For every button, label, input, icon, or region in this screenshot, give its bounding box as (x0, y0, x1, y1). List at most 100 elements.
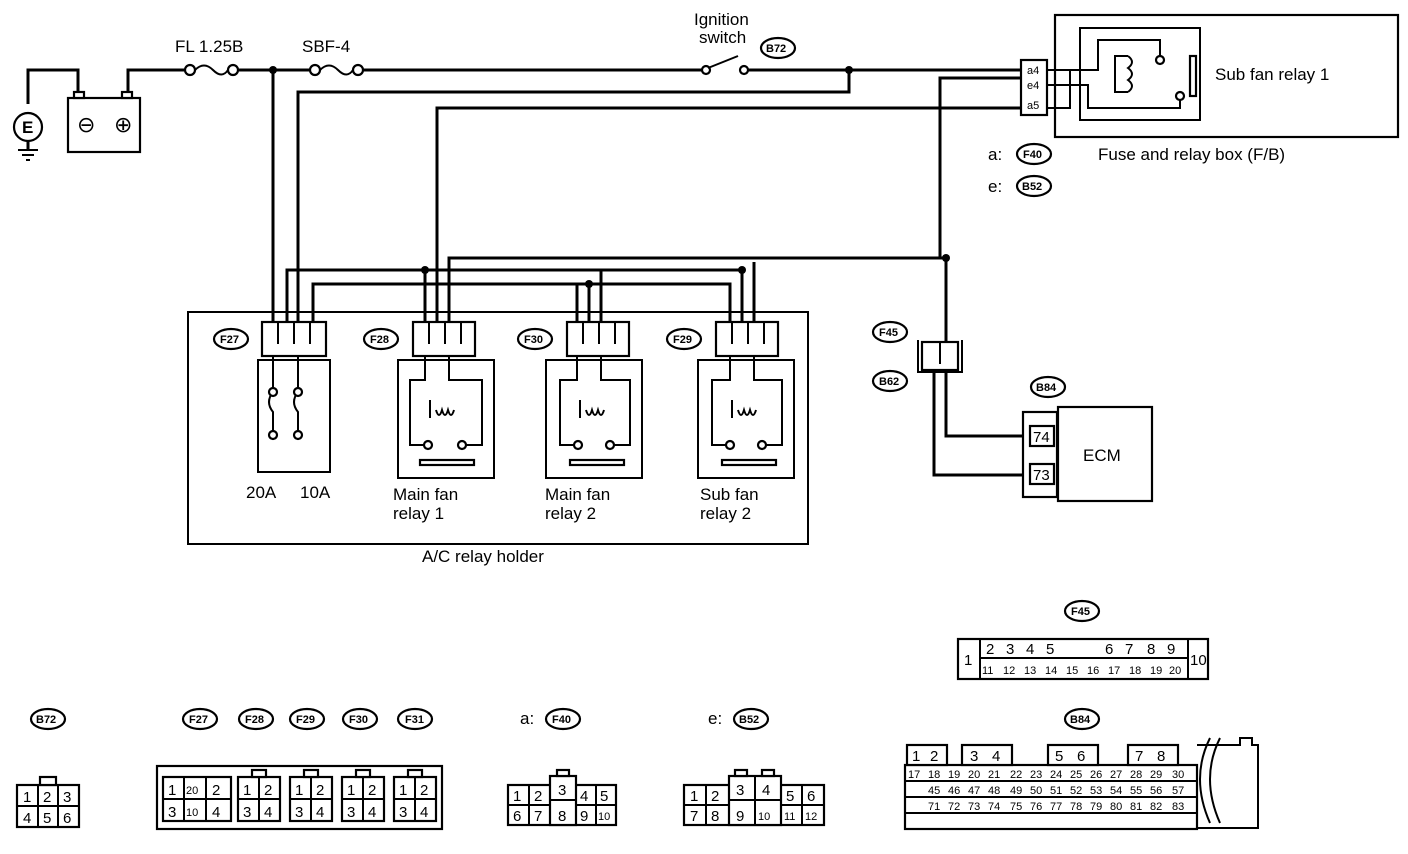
ecm: B84 74 73 ECM (1021, 375, 1154, 503)
fuse-sbf4: SBF-4 (302, 37, 365, 77)
b84-pin: 19 (948, 769, 960, 781)
f45-pin: 10 (1190, 652, 1207, 669)
b84-pin: 46 (948, 785, 960, 797)
fuse-relay-box: a4 e4 a5 Sub fan relay 1 Fuse and relay … (988, 13, 1400, 198)
f40-pin: 3 (558, 782, 566, 799)
connector-tag-f29: F29 (673, 334, 692, 346)
f40-pin: 9 (580, 808, 588, 825)
f45-pin: 2 (986, 641, 994, 658)
b72-pin: 2 (43, 789, 51, 806)
f31-pin: 1 (399, 782, 407, 799)
ecm-pin-74: 74 (1033, 429, 1050, 446)
b52-pin: 10 (758, 811, 770, 823)
ignition-switch: Ignition switch B72 (694, 10, 797, 76)
ecm-housing (1197, 737, 1259, 829)
fuse-main-label: FL 1.25B (175, 37, 243, 56)
f27-pin: 1 (168, 782, 176, 799)
connector-tag-f28: F28 (370, 334, 389, 346)
f45-pin: 8 (1147, 641, 1155, 658)
b84-pin: 83 (1172, 801, 1184, 813)
b84-pin: 71 (928, 801, 940, 813)
f40-pin: 8 (558, 808, 566, 825)
connector-tag-f30: F30 (524, 334, 543, 346)
ac-relay-holder: A/C relay holder F27 20A 10A F28 Main fa… (187, 311, 809, 566)
f45-pin: 18 (1129, 665, 1141, 677)
connector-tag-b84: B84 (1036, 382, 1057, 394)
b84-pin: 5 (1055, 748, 1063, 765)
f45-pin: 14 (1045, 665, 1057, 677)
connector-face-tag-f28: F28 (245, 714, 264, 726)
f28-pin: 2 (264, 782, 272, 799)
f30-pin: 2 (368, 782, 376, 799)
b84-pin: 53 (1090, 785, 1102, 797)
f27-pin: 4 (212, 804, 220, 821)
connector-face-tag-f31: F31 (405, 714, 424, 726)
main-fan-relay-1-label-line2: relay 1 (393, 504, 444, 523)
b84-pin: 27 (1110, 769, 1122, 781)
f40-pin: 10 (598, 811, 610, 823)
power-wires (26, 66, 1074, 477)
ecm-pin-73: 73 (1033, 467, 1050, 484)
fuse-sbf-label: SBF-4 (302, 37, 350, 56)
b84-pin: 25 (1070, 769, 1082, 781)
f45-b62-connector: F45 B62 (871, 320, 963, 393)
b84-pin: 1 (912, 748, 920, 765)
main-fan-relay-2-label-line2: relay 2 (545, 504, 596, 523)
f29-pin: 1 (295, 782, 303, 799)
f27-pin: 3 (168, 804, 176, 821)
fuse-box-label: Fuse and relay box (F/B) (1098, 145, 1285, 164)
b84-pin: 73 (968, 801, 980, 813)
f27-pin: 10 (186, 807, 198, 819)
b84-pin: 56 (1150, 785, 1162, 797)
main-fan-relay-1-label-line1: Main fan (393, 485, 458, 504)
junction-dot (738, 266, 746, 274)
f31-pin: 4 (420, 804, 428, 821)
fb-pin-a5: a5 (1027, 100, 1039, 112)
f45-pin: 6 (1105, 641, 1113, 658)
b84-pin: 7 (1135, 748, 1143, 765)
connector-face-f40: a: F40 1 2 3 4 5 6 7 8 9 10 (506, 707, 618, 827)
fuse-fl125b: FL 1.25B (175, 37, 243, 77)
b84-pin: 54 (1110, 785, 1122, 797)
b84-pin: 47 (968, 785, 980, 797)
f27-pin: 2 (212, 782, 220, 799)
connector-tag-b52: B52 (1022, 181, 1042, 193)
b52-pin: 4 (762, 782, 770, 799)
connector-face-tag-f40: F40 (552, 714, 571, 726)
f40-pin: 6 (513, 808, 521, 825)
f45-pin: 13 (1024, 665, 1036, 677)
b84-pin: 26 (1090, 769, 1102, 781)
b84-pin: 3 (970, 748, 978, 765)
ground-symbol: E (12, 111, 44, 161)
b72-pin: 6 (63, 810, 71, 827)
sub-fan-relay-2-label-line2: relay 2 (700, 504, 751, 523)
ground-label: E (22, 118, 33, 137)
b84-pin: 29 (1150, 769, 1162, 781)
sub-fan-relay-2-label-line1: Sub fan (700, 485, 759, 504)
connector-face-tag-b84: B84 (1070, 714, 1091, 726)
b84-pin: 50 (1030, 785, 1042, 797)
connector-face-tag-f29: F29 (296, 714, 315, 726)
f45-pin: 16 (1087, 665, 1099, 677)
b84-pin: 21 (988, 769, 1000, 781)
f45-pin: 19 (1150, 665, 1162, 677)
b72-pin: 5 (43, 810, 51, 827)
f29-pin: 2 (316, 782, 324, 799)
b72-pin: 4 (23, 810, 31, 827)
f29-pin: 4 (316, 804, 324, 821)
ac-relay-holder-label: A/C relay holder (422, 547, 544, 566)
f40-pin: 5 (600, 788, 608, 805)
b84-pin: 75 (1010, 801, 1022, 813)
b84-pin: 78 (1070, 801, 1082, 813)
b52-pin: 6 (807, 788, 815, 805)
connector-face-tag-f27: F27 (189, 714, 208, 726)
f45-pin: 7 (1125, 641, 1133, 658)
b52-pin: 12 (805, 811, 817, 823)
b84-pin: 6 (1077, 748, 1085, 765)
connector-face-b72: B72 1 2 3 4 5 6 (15, 707, 81, 829)
f27-pin: 20 (186, 785, 198, 797)
b84-pin: 51 (1050, 785, 1062, 797)
b84-pin: 4 (992, 748, 1000, 765)
f31-pin: 3 (399, 804, 407, 821)
b84-pin: 18 (928, 769, 940, 781)
